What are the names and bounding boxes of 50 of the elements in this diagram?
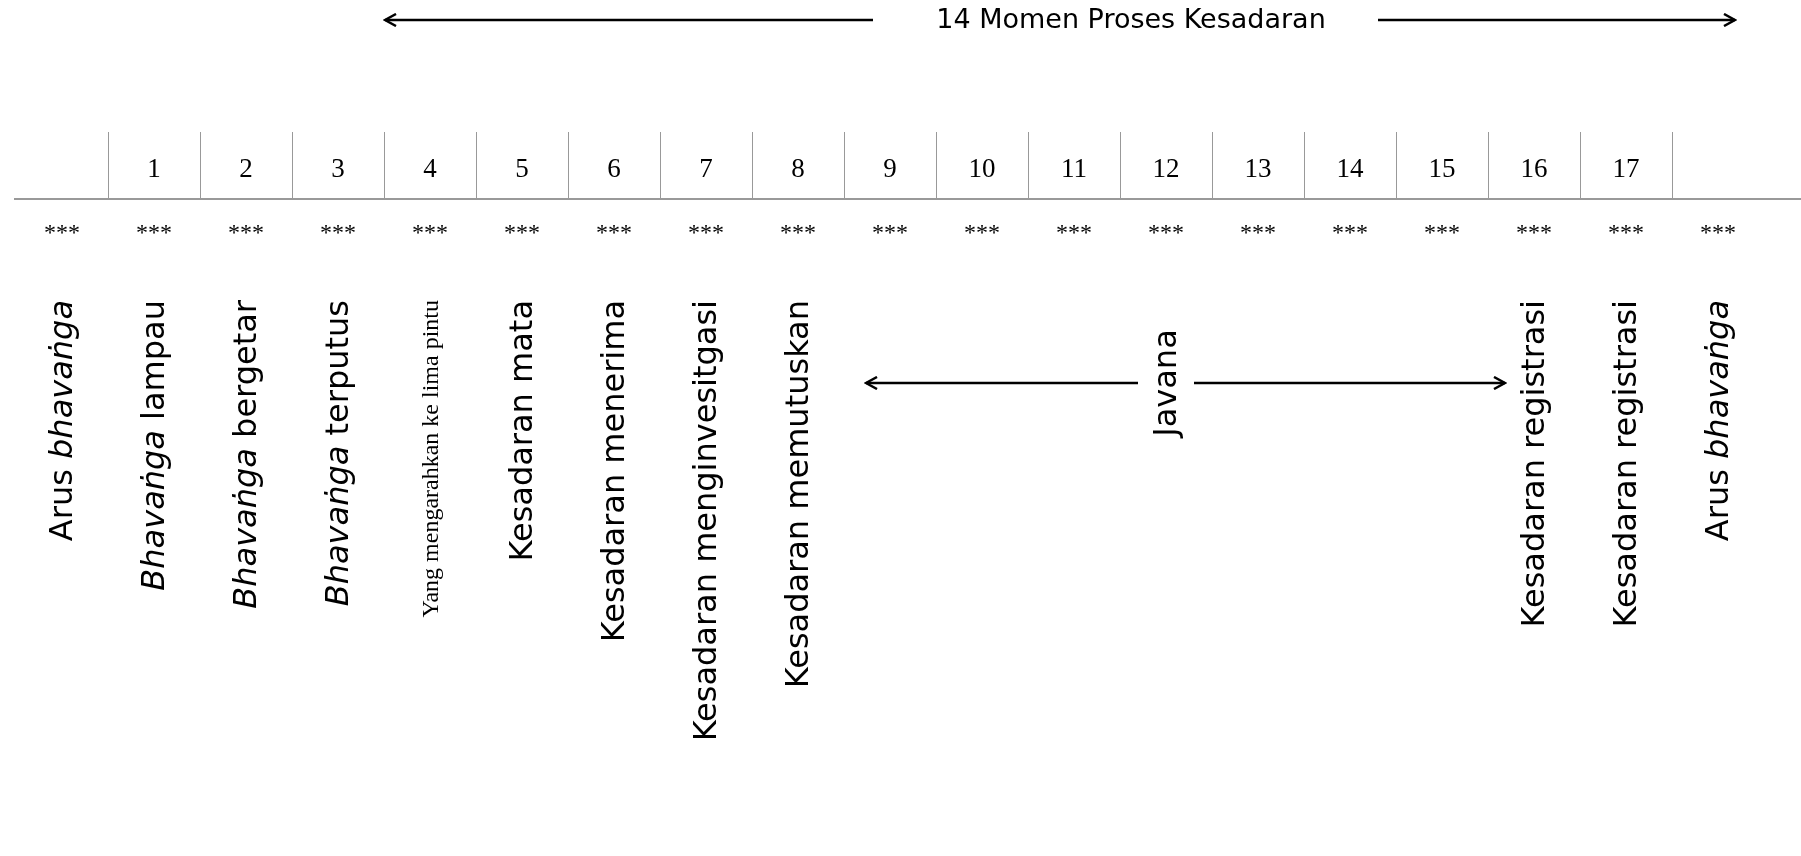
stage-label: Kesadaran menginvesitgasi: [688, 300, 724, 742]
moment-mark: ***: [319, 220, 357, 244]
moment-number: 15: [1427, 155, 1457, 182]
span-heading: 14 Momen Proses Kesadaran: [936, 4, 1326, 34]
moment-number: 14: [1335, 155, 1365, 182]
moment-mark: ***: [1055, 220, 1093, 244]
moment-number: 17: [1611, 155, 1641, 182]
moment-mark: ***: [871, 220, 909, 244]
moment-mark: ***: [1423, 220, 1461, 244]
moment-number: 2: [238, 155, 254, 182]
stage-label: Kesadaran registrasi: [1516, 300, 1552, 628]
moment-number: 5: [514, 155, 530, 182]
moment-number: 7: [698, 155, 714, 182]
stage-label: Bhavaṅga terputus: [320, 300, 356, 607]
moment-number: 6: [606, 155, 622, 182]
stage-label: Javana: [1148, 329, 1184, 437]
moment-mark: ***: [1515, 220, 1553, 244]
stage-label: Bhavaṅga bergetar: [228, 300, 264, 609]
moment-number: 4: [422, 155, 438, 182]
moment-number: 12: [1151, 155, 1181, 182]
moment-number: 13: [1243, 155, 1273, 182]
stage-label: Arus bhavaṅga: [44, 300, 80, 542]
moment-mark: ***: [1699, 220, 1737, 244]
moment-mark: ***: [779, 220, 817, 244]
stage-label: Bhavaṅga lampau: [136, 300, 172, 591]
moment-mark: ***: [1607, 220, 1645, 244]
stage-label: Kesadaran menerima: [596, 300, 632, 643]
moment-mark: ***: [595, 220, 633, 244]
moment-mark: ***: [963, 220, 1001, 244]
stage-label: Yang mengarahkan ke lima pintu: [416, 300, 444, 618]
moment-mark: ***: [1239, 220, 1277, 244]
stage-label: Kesadaran registrasi: [1608, 300, 1644, 628]
moment-number: 9: [882, 155, 898, 182]
moment-mark: ***: [503, 220, 541, 244]
moment-mark: ***: [1147, 220, 1185, 244]
moment-number: 10: [967, 155, 997, 182]
stage-label: Kesadaran memutuskan: [780, 300, 816, 689]
moment-mark: ***: [227, 220, 265, 244]
stage-label: Kesadaran mata: [504, 300, 540, 562]
moment-number: 11: [1060, 155, 1088, 182]
moment-number: 3: [330, 155, 346, 182]
moment-mark: ***: [1331, 220, 1369, 244]
stage-label: Arus bhavaṅga: [1700, 300, 1736, 542]
moment-number: 1: [146, 155, 162, 182]
moment-mark: ***: [43, 220, 81, 244]
moment-number: 8: [790, 155, 806, 182]
moment-number: 16: [1519, 155, 1549, 182]
moment-mark: ***: [411, 220, 449, 244]
moment-mark: ***: [687, 220, 725, 244]
moment-mark: ***: [135, 220, 173, 244]
